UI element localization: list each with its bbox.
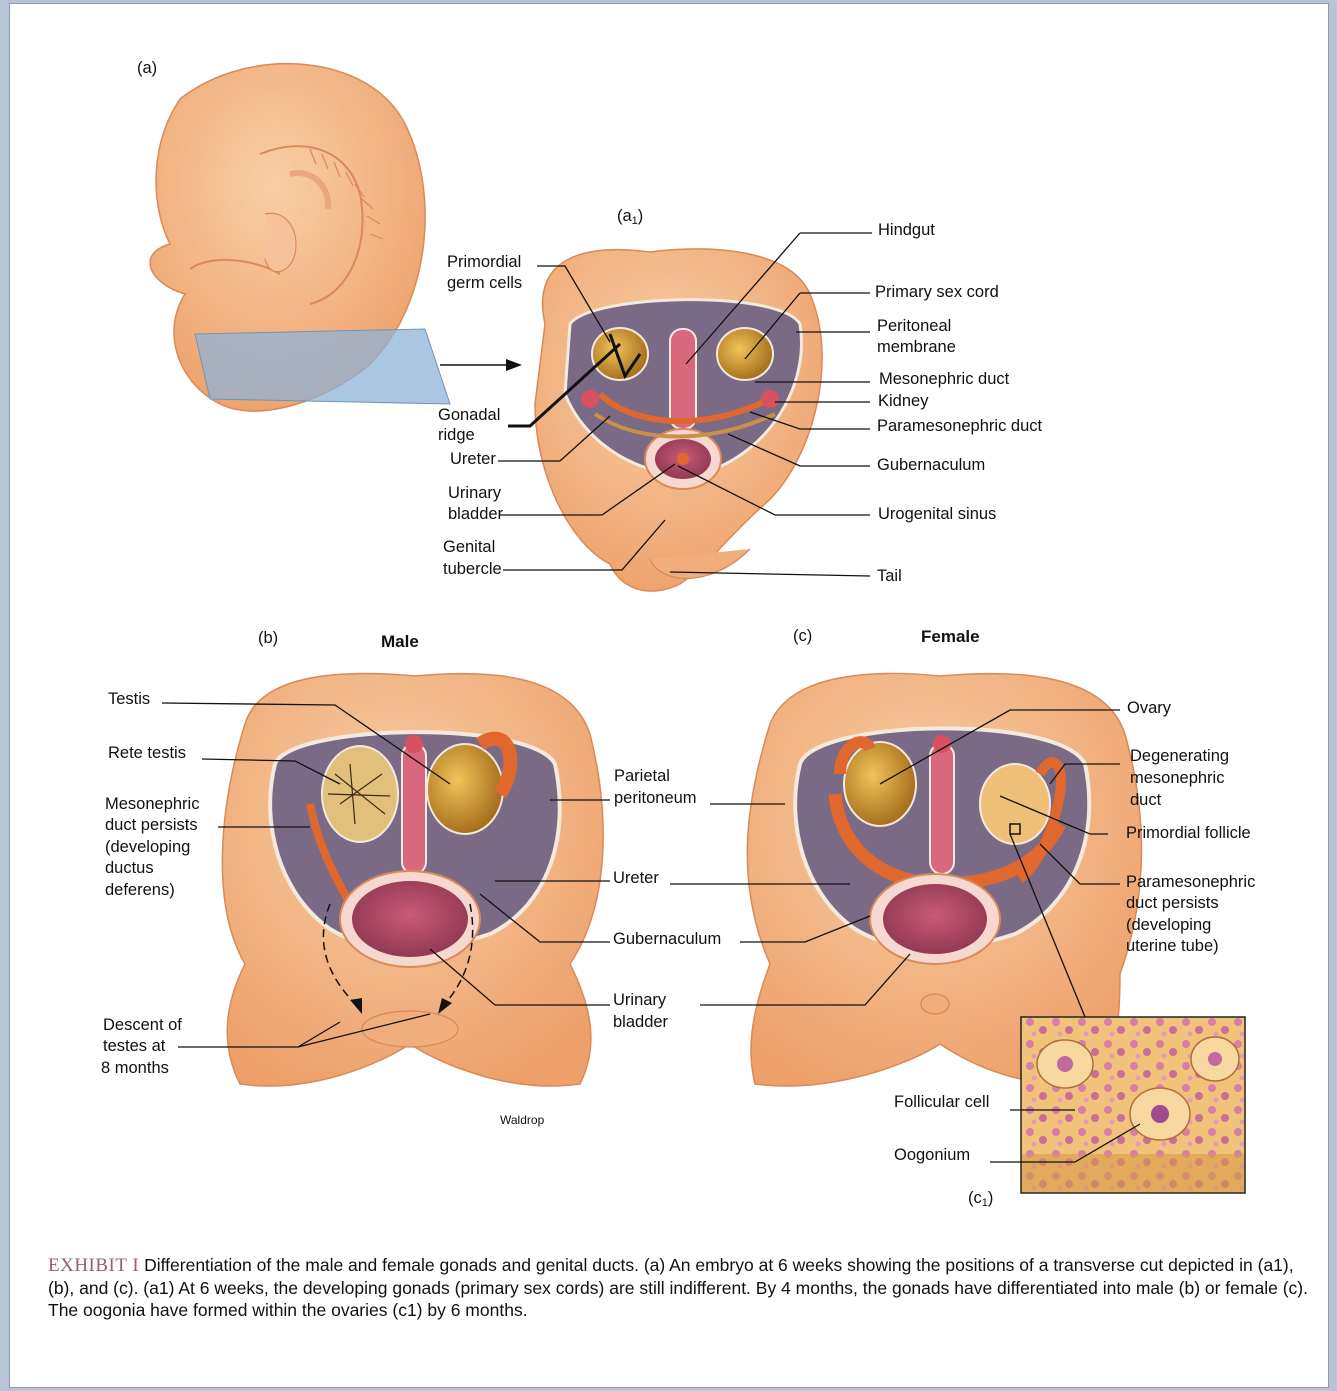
panel-title-male: Male [381,631,419,652]
page: (a) (a1) Hindgut Primordial germ cells P… [10,4,1328,1387]
label-paramesonephric-persists-3: (developing [1126,915,1211,936]
male-pelvis-figure [222,673,603,1086]
illustration [10,4,1328,1387]
panel-label-c1-text: (c [968,1189,982,1207]
label-paramesonephric-duct: Paramesonephric duct [877,416,1042,437]
label-gonadal-ridge-2: ridge [438,425,475,446]
label-primordial-germ-cells-2: germ cells [447,273,522,294]
label-urinary-bladder-center-1: Urinary [613,990,666,1011]
label-peritoneal-membrane-1: Peritoneal [877,316,951,337]
panel-label-a: (a) [137,58,157,79]
a1-cross-section [535,249,822,591]
label-paramesonephric-persists-4: uterine tube) [1126,936,1219,957]
figure-caption: EXHIBIT I Differentiation of the male an… [48,1254,1318,1321]
label-gubernaculum-a1: Gubernaculum [877,455,985,476]
label-gonadal-ridge-1: Gonadal [438,405,500,426]
label-kidney: Kidney [878,391,928,412]
label-genital-tubercle-2: tubercle [443,559,502,580]
panel-label-a1-text: (a [617,207,632,225]
label-oogonium: Oogonium [894,1145,970,1166]
panel-title-female: Female [921,626,980,647]
label-testis: Testis [108,689,150,710]
embryo-figure [150,64,522,411]
label-primordial-germ-cells-1: Primordial [447,252,521,273]
label-tail: Tail [877,566,902,587]
label-mesonephric-persists-3: (developing [105,837,190,858]
label-urinary-bladder-a1-1: Urinary [448,483,501,504]
artist-signature: Waldrop [500,1110,544,1131]
label-ovary: Ovary [1127,698,1171,719]
caption-heading: EXHIBIT I [48,1255,139,1276]
label-primordial-follicle: Primordial follicle [1126,823,1251,844]
label-follicular-cell: Follicular cell [894,1092,989,1113]
panel-label-b: (b) [258,628,278,649]
label-mesonephric-duct: Mesonephric duct [879,369,1009,390]
label-descent-of-testes-1: Descent of [103,1015,182,1036]
label-degenerating-mesonephric-2: mesonephric [1130,768,1224,789]
label-descent-of-testes-3: 8 months [101,1058,169,1079]
label-ureter-center: Ureter [613,868,659,889]
label-rete-testis: Rete testis [108,743,186,764]
label-mesonephric-persists-2: duct persists [105,815,198,836]
panel-label-a1: (a1) [617,206,643,232]
label-urogenital-sinus: Urogenital sinus [878,504,996,525]
label-parietal-peritoneum-2: peritoneum [614,788,697,809]
label-paramesonephric-persists-1: Paramesonephric [1126,872,1255,893]
label-mesonephric-persists-5: deferens) [105,880,175,901]
label-gubernaculum-center: Gubernaculum [613,929,721,950]
label-paramesonephric-persists-2: duct persists [1126,893,1219,914]
label-urinary-bladder-a1-2: bladder [448,504,503,525]
label-hindgut: Hindgut [878,220,935,241]
panel-label-c1: (c1) [968,1188,993,1214]
panel-label-c: (c) [793,626,812,647]
label-degenerating-mesonephric-3: duct [1130,790,1161,811]
label-primary-sex-cord: Primary sex cord [875,282,999,303]
label-genital-tubercle-1: Genital [443,537,495,558]
caption-text: Differentiation of the male and female g… [48,1255,1308,1320]
label-parietal-peritoneum-1: Parietal [614,766,670,787]
label-descent-of-testes-2: testes at [103,1036,165,1057]
label-mesonephric-persists-4: ductus [105,858,154,879]
c1-micrograph [1021,1017,1245,1193]
label-urinary-bladder-center-2: bladder [613,1012,668,1033]
label-mesonephric-persists-1: Mesonephric [105,794,199,815]
label-peritoneal-membrane-2: membrane [877,337,956,358]
label-ureter-a1: Ureter [450,449,496,470]
label-degenerating-mesonephric-1: Degenerating [1130,746,1229,767]
